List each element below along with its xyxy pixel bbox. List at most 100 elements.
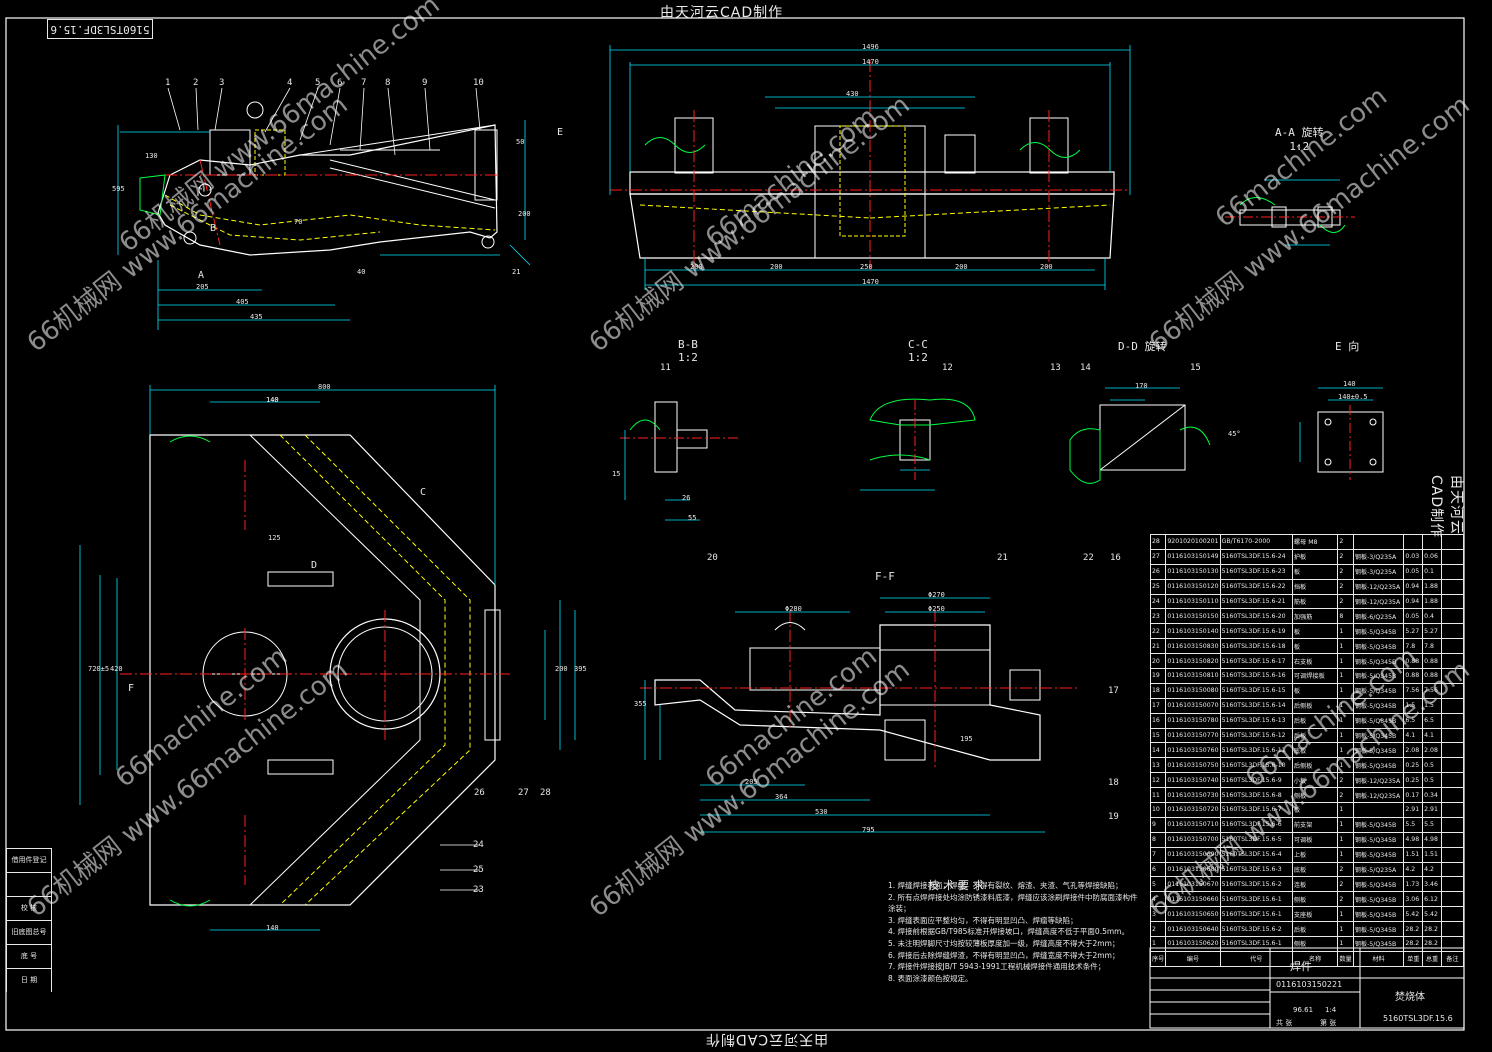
bom-cell: 0.03 [1403, 548, 1424, 565]
bom-cell [1440, 563, 1465, 580]
bom-cell: 0116103150770 [1165, 727, 1221, 744]
bom-cell: 上板 [1291, 846, 1339, 863]
title-drawing-code: 5160TSL3DF.15.6 [1383, 1014, 1453, 1023]
bom-cell: 1 [1337, 668, 1354, 684]
bom-cell: 9 [1149, 816, 1167, 833]
bom-cell: 23 [1149, 608, 1167, 625]
bom-cell: 5.5 [1403, 816, 1424, 833]
bom-cell: 5160TSL3DF.15.6-17 [1219, 653, 1293, 670]
bom-cell: 钢板-5/Q345B [1352, 712, 1405, 729]
bom-cell: 0.25 [1403, 772, 1424, 789]
bom-cell: 1 [1337, 638, 1354, 655]
bom-cell: 21 [1149, 638, 1167, 655]
bom-cell: 0116103150070 [1165, 697, 1221, 714]
bom-cell: 16 [1149, 712, 1167, 729]
bom-cell: 0.17 [1403, 787, 1424, 804]
bom-cell: 10 [1149, 802, 1167, 818]
bom-cell [1440, 936, 1465, 952]
dimension-label: 40 [357, 268, 366, 276]
balloon-number: 15 [1190, 363, 1201, 373]
bom-cell: 2 [1149, 921, 1167, 938]
bom-cell: 0116103150740 [1165, 772, 1221, 789]
bom-cell: 6.12 [1422, 891, 1442, 908]
bom-cell: 5160TSL3DF.15.6-22 [1219, 578, 1293, 595]
bom-cell: 7.56 [1422, 682, 1442, 699]
bom-cell: 前支架 [1291, 816, 1339, 833]
bom-cell: 1 [1337, 712, 1354, 729]
bom-cell: 5160TSL3DF.15.6-7 [1219, 802, 1293, 818]
bom-cell: 板 [1291, 623, 1339, 640]
bom-cell: 钢板-5/Q345B [1352, 816, 1405, 833]
bom-cell: 加强筋 [1291, 608, 1339, 625]
bom-cell: 0116103150130 [1165, 563, 1221, 580]
bom-cell: 后板 [1291, 712, 1339, 729]
part-name: 焚烧体 [1395, 992, 1425, 1003]
dimension-label: 200 [770, 263, 783, 271]
bom-cell [1440, 772, 1465, 789]
bom-cell [1440, 757, 1465, 774]
bom-cell: 28.2 [1403, 936, 1424, 952]
bom-cell [1440, 712, 1465, 729]
bom-cell: 钢板-5/Q345B [1352, 846, 1405, 863]
bom-cell: 钢板-3/Q235A [1352, 563, 1405, 580]
balloon-number: 3 [219, 78, 225, 88]
bom-cell: 14 [1149, 742, 1167, 759]
bom-cell [1440, 861, 1465, 878]
section-cc [860, 398, 976, 491]
bom-cell [1352, 802, 1405, 818]
bom-cell: 2.08 [1403, 742, 1424, 759]
part-number: 0116103150221 [1276, 980, 1343, 989]
bom-cell: 钢板-12/Q235A [1352, 578, 1405, 595]
bom-cell: 5160TSL3DF.15.6-6 [1219, 816, 1293, 833]
bom-cell: 1 [1337, 757, 1354, 774]
bom-cell: 20 [1149, 653, 1167, 670]
bom-cell: 钢板-5/Q345B [1352, 682, 1405, 699]
bom-cell: 28.2 [1403, 921, 1424, 938]
bom-cell: 4.1 [1422, 727, 1442, 744]
bom-cell [1440, 846, 1465, 863]
bom-cell: 0116103150140 [1165, 623, 1221, 640]
balloon-number: 1 [165, 78, 171, 88]
bom-cell: 22 [1149, 623, 1167, 640]
balloon-number: 14 [1080, 363, 1091, 373]
left-strip-cell: 日 期 [6, 968, 52, 992]
bom-cell: 底板 [1291, 742, 1339, 759]
bom-cell [1440, 668, 1465, 684]
bom-cell: 可调板 [1291, 831, 1339, 848]
bom-cell: 筋板 [1291, 593, 1339, 610]
left-record-strip: 借用件登记校 核旧底图总号底 号日 期 [6, 848, 52, 992]
tech-item: 8. 表面涂漆颜色按规定。 [888, 973, 973, 983]
bom-cell: 2 [1337, 891, 1354, 908]
bom-cell: 5160TSL3DF.15.6-23 [1219, 563, 1293, 580]
bom-cell: 板 [1291, 802, 1339, 818]
bom-cell: 后板 [1291, 727, 1339, 744]
dimension-label: 15 [612, 470, 621, 478]
bom-cell: 2.91 [1403, 802, 1424, 818]
bom-cell: 0116103150810 [1165, 668, 1221, 684]
bom-cell: 0116103150620 [1165, 936, 1221, 952]
bom-cell: 5 [1149, 876, 1167, 893]
bom-cell: 0.88 [1422, 653, 1442, 670]
left-strip-cell: 校 核 [6, 896, 52, 920]
bom-cell [1440, 831, 1465, 848]
bom-cell: 19 [1149, 668, 1167, 684]
bom-cell: 2 [1337, 563, 1354, 580]
view-e [1299, 387, 1384, 480]
section-dd [1069, 387, 1211, 484]
bom-cell [1440, 876, 1465, 893]
bom-cell: 0116103150680 [1165, 861, 1221, 878]
balloon-number: 4 [287, 78, 293, 88]
dimension-label: Φ250 [928, 605, 945, 613]
bom-cell: 5160TSL3DF.15.6-5 [1219, 831, 1293, 848]
balloon-number: 6 [337, 78, 343, 88]
bom-cell: GB/T6170-2000 [1219, 534, 1293, 550]
bom-cell: 4.2 [1403, 861, 1424, 878]
bom-cell: 1 [1149, 936, 1167, 952]
